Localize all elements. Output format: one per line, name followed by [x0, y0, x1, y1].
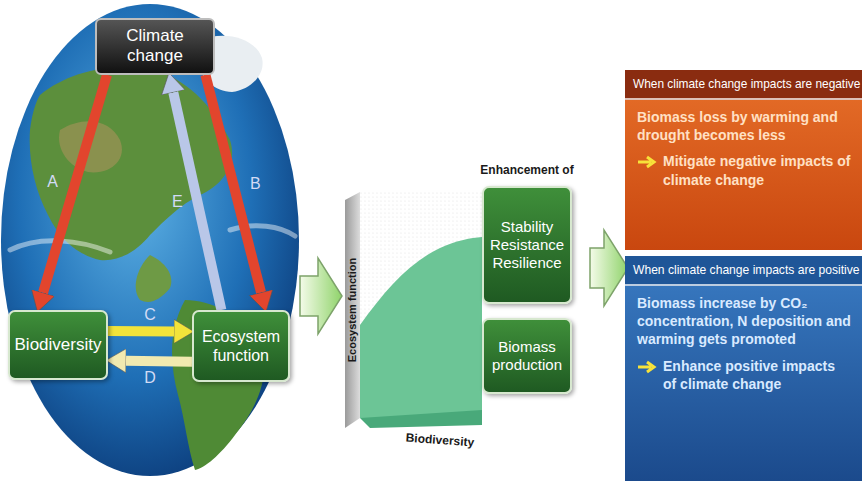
central-america — [136, 255, 172, 302]
outcome-panel: When climate change impacts are negative… — [625, 70, 862, 250]
globe-ocean — [1, 4, 299, 476]
chart-floor — [360, 410, 482, 428]
biodiversity-function-chart — [345, 192, 482, 428]
chart-curve-area — [360, 237, 482, 420]
influence-arrow — [126, 361, 192, 362]
group-heading: Enhancement of — [480, 163, 573, 177]
chart-axis-wall — [345, 192, 360, 428]
process-box: Biomass production — [482, 318, 572, 394]
panel-body: Biomass increase by CO₂ concentration, N… — [625, 286, 862, 351]
process-box: Biodiversity — [8, 310, 108, 380]
box-label: Biodiversity — [15, 335, 102, 355]
arrow-letter: C — [144, 306, 156, 324]
panel-conclusion-text: Enhance positive impacts of climate chan… — [663, 357, 852, 393]
globe — [1, 4, 299, 476]
driver-box: Climate change — [95, 18, 215, 75]
axis-label: Biodiversity — [405, 431, 475, 450]
arrow-icon-stroke — [638, 157, 654, 167]
box-label: Ecosystem function — [198, 327, 284, 365]
panel-heading: When climate change impacts are negative — [625, 70, 862, 100]
influence-arrow — [43, 75, 107, 293]
box-label: Stability Resistance Resilience — [488, 218, 566, 272]
continent-north-america — [30, 67, 232, 260]
arrow-letter: D — [144, 369, 156, 387]
arrow-icon — [637, 155, 659, 169]
arrow-letter: A — [47, 173, 58, 191]
panel-conclusion-text: Mitigate negative impacts of climate cha… — [663, 152, 852, 188]
panel-heading: When climate change impacts are positive — [625, 256, 862, 286]
arrow-icon — [637, 360, 659, 374]
influence-arrow — [205, 75, 261, 293]
process-box: Stability Resistance Resilience — [482, 186, 572, 304]
arrow-letter: E — [172, 193, 183, 211]
desert-region — [59, 121, 122, 172]
process-box: Ecosystem function — [192, 310, 290, 382]
box-label: Biomass production — [488, 338, 566, 374]
panel-conclusion: Mitigate negative impacts of climate cha… — [625, 146, 862, 196]
axis-label: Ecosystem function — [346, 258, 358, 363]
arrow-letter: B — [250, 175, 261, 193]
arrow-icon-stroke — [638, 362, 654, 372]
outcome-panel: When climate change impacts are positive… — [625, 256, 862, 481]
box-label: Climate change — [103, 26, 207, 67]
block-arrow — [300, 258, 342, 334]
block-arrow — [590, 230, 628, 306]
influence-arrow — [108, 326, 174, 336]
panel-body: Biomass loss by warming and drought beco… — [625, 100, 862, 146]
panel-conclusion: Enhance positive impacts of climate chan… — [625, 351, 862, 401]
